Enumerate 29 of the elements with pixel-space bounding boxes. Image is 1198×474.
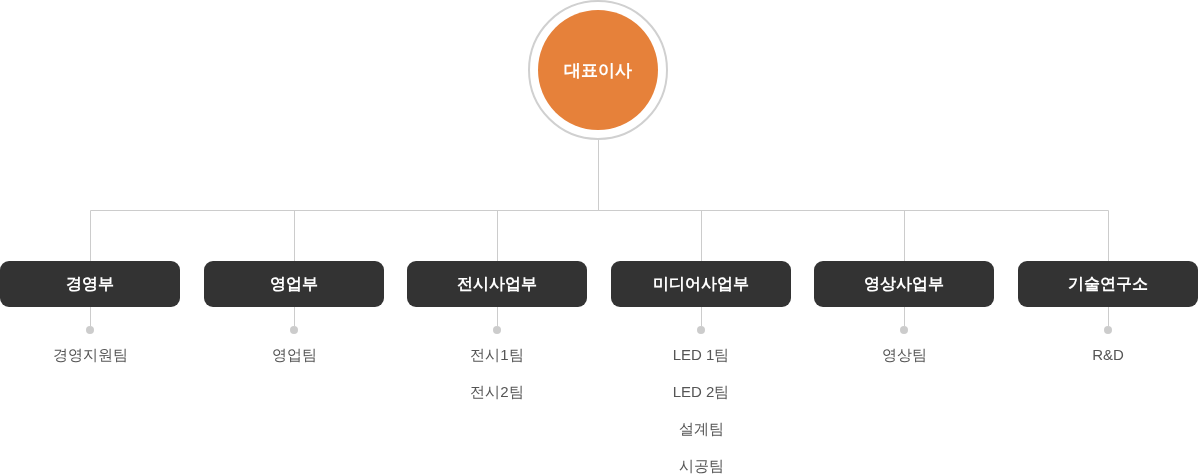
team-label: 영업팀 bbox=[271, 345, 317, 365]
department-box: 경영부 bbox=[0, 261, 180, 307]
connector-line bbox=[90, 306, 91, 327]
team-label: 전시2팀 bbox=[470, 382, 524, 402]
team-label: 전시1팀 bbox=[470, 345, 524, 365]
connector-line bbox=[294, 306, 295, 327]
bullet-dot bbox=[290, 326, 298, 334]
bullet-dot bbox=[697, 326, 705, 334]
department-box: 미디어사업부 bbox=[611, 261, 791, 307]
connector-line bbox=[497, 306, 498, 327]
department-box: 영업부 bbox=[204, 261, 384, 307]
team-label: LED 1팀 bbox=[672, 345, 730, 365]
connector-line bbox=[701, 306, 702, 327]
department-box: 기술연구소 bbox=[1018, 261, 1198, 307]
team-label: 설계팀 bbox=[678, 419, 724, 439]
connector-line bbox=[904, 306, 905, 327]
team-label: LED 2팀 bbox=[672, 382, 730, 402]
bullet-dot bbox=[86, 326, 94, 334]
ceo-circle: 대표이사 bbox=[528, 0, 668, 140]
team-label: 시공팀 bbox=[678, 456, 724, 474]
department-box: 전시사업부 bbox=[407, 261, 587, 307]
connector-line bbox=[1108, 306, 1109, 327]
team-label: 경영지원팀 bbox=[52, 345, 128, 365]
bullet-dot bbox=[1104, 326, 1112, 334]
team-label: 영상팀 bbox=[881, 345, 927, 365]
bullet-dot bbox=[900, 326, 908, 334]
department-box: 영상사업부 bbox=[814, 261, 994, 307]
team-label: R&D bbox=[1092, 345, 1124, 365]
bullet-dot bbox=[493, 326, 501, 334]
